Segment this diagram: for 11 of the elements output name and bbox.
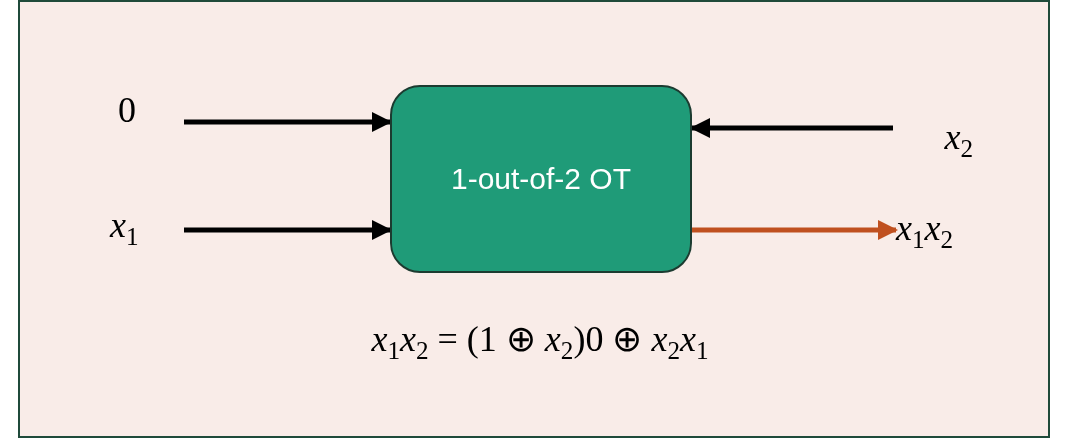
arrow: [184, 220, 392, 240]
arrow: [184, 112, 392, 132]
variable-label: x$_{1}$x$_{2}$: [896, 206, 954, 255]
process-box: [390, 85, 692, 273]
variable-label: 0: [118, 89, 136, 131]
box-label: 1-out-of-2 OT: [450, 161, 632, 197]
arrow: [690, 118, 893, 138]
equation: x$_{1}$x$_{2}$ = (1 ⊕ x$_{2}$)0 ⊕ x$_{2}$x$_{1}$: [371, 319, 709, 359]
arrow: [692, 220, 898, 240]
variable-label: x$_{2}$: [944, 115, 973, 164]
variable-label: x$_{1}$: [110, 203, 139, 252]
